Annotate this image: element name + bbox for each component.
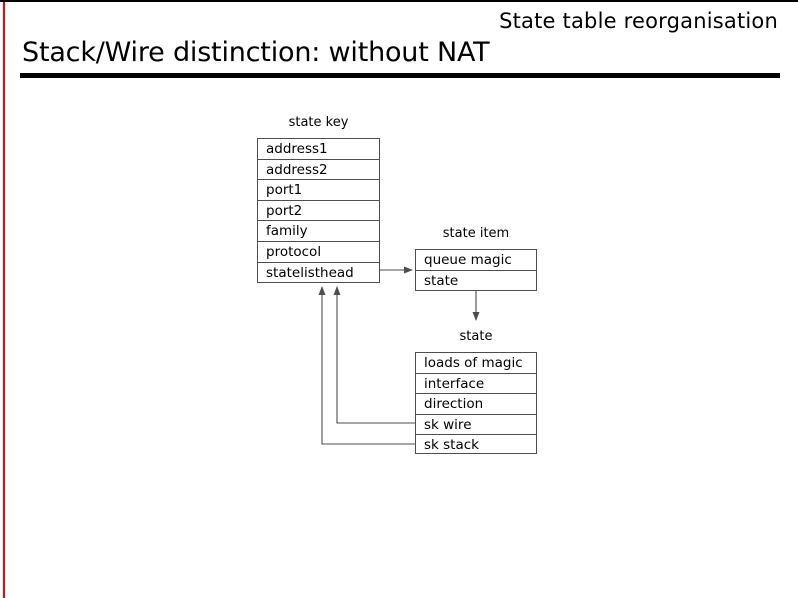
table-row: port2 (258, 201, 379, 222)
table-row: family (258, 221, 379, 242)
table-row: address2 (258, 160, 379, 181)
table-row: sk wire (416, 415, 536, 436)
state-item-table: queue magic state (415, 249, 537, 291)
table-row: direction (416, 394, 536, 415)
top-border-rule (0, 0, 798, 2)
table-row: statelisthead (266, 264, 354, 281)
connector-sk-wire-to-state-key (333, 286, 415, 424)
table-row: address1 (258, 139, 379, 160)
page-title: Stack/Wire distinction: without NAT (22, 37, 490, 68)
state-key-table: address1 address2 port1 port2 family pro… (257, 138, 380, 283)
table-row: loads of magic (416, 353, 536, 374)
state-label: state (459, 329, 493, 344)
table-row: state (424, 272, 459, 289)
state-table: loads of magic interface direction sk wi… (415, 352, 537, 454)
table-row: protocol (258, 242, 379, 263)
table-row: sk stack (424, 437, 479, 454)
state-item-label: state item (442, 226, 510, 241)
table-row: queue magic (416, 250, 536, 271)
state-key-label: state key (288, 115, 349, 130)
connector-sk-stack-to-state-key (318, 286, 415, 445)
left-accent-rule (3, 2, 5, 598)
slide-kicker: State table reorganisation (499, 9, 778, 33)
table-row: port1 (258, 180, 379, 201)
title-underline-rule (20, 73, 780, 78)
table-row: interface (416, 374, 536, 395)
